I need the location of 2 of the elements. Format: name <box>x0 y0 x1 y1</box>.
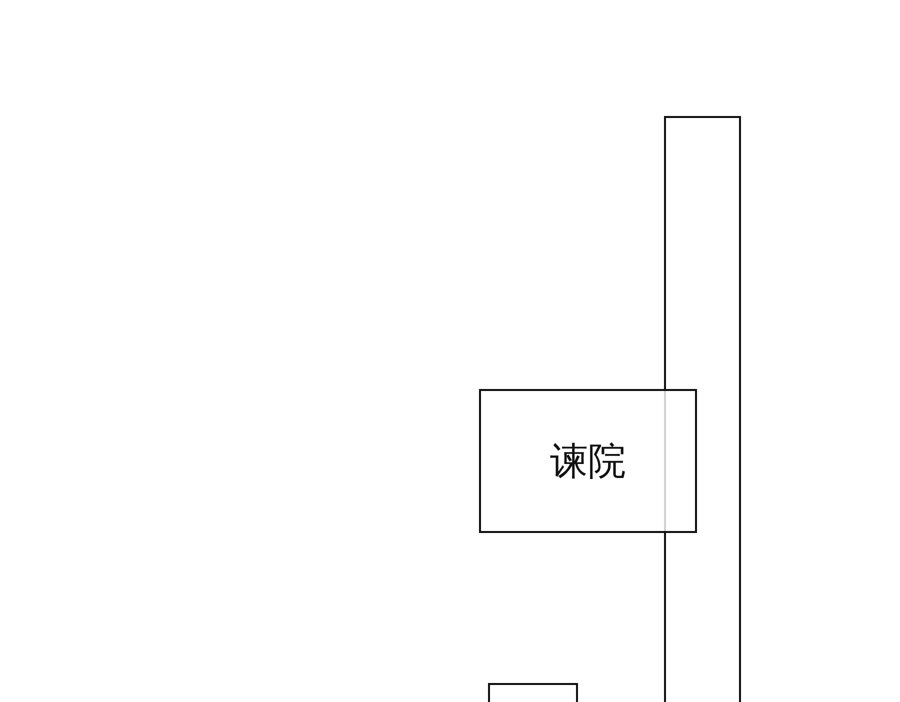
box-label: 谏院 <box>550 438 626 484</box>
label-box <box>479 389 697 533</box>
